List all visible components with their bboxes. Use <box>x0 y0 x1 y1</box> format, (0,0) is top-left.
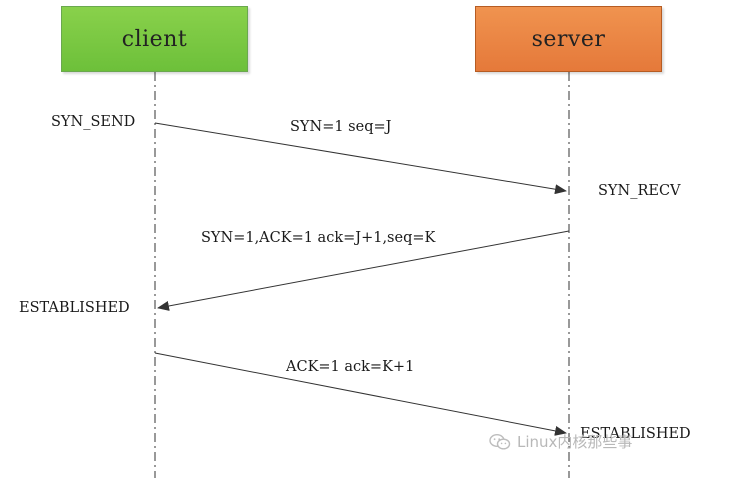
server-node: server <box>475 6 662 72</box>
server-state-established: ESTABLISHED <box>580 426 691 442</box>
server-state-syn-recv: SYN_RECV <box>598 183 681 199</box>
watermark: Linux内核那些事 <box>489 431 632 452</box>
client-state-syn-send: SYN_SEND <box>51 114 136 130</box>
message-label-syn: SYN=1 seq=J <box>290 119 392 135</box>
watermark-text: Linux内核那些事 <box>517 433 633 451</box>
ack-arrow <box>154 352 567 436</box>
client-node: client <box>61 6 248 72</box>
message-label-ack: ACK=1 ack=K+1 <box>286 359 415 375</box>
syn-arrow <box>154 122 567 195</box>
wechat-icon <box>489 433 511 450</box>
client-state-established: ESTABLISHED <box>19 300 130 316</box>
syn-ack-arrow <box>157 230 570 311</box>
message-label-syn-ack: SYN=1,ACK=1 ack=J+1,seq=K <box>201 230 436 246</box>
